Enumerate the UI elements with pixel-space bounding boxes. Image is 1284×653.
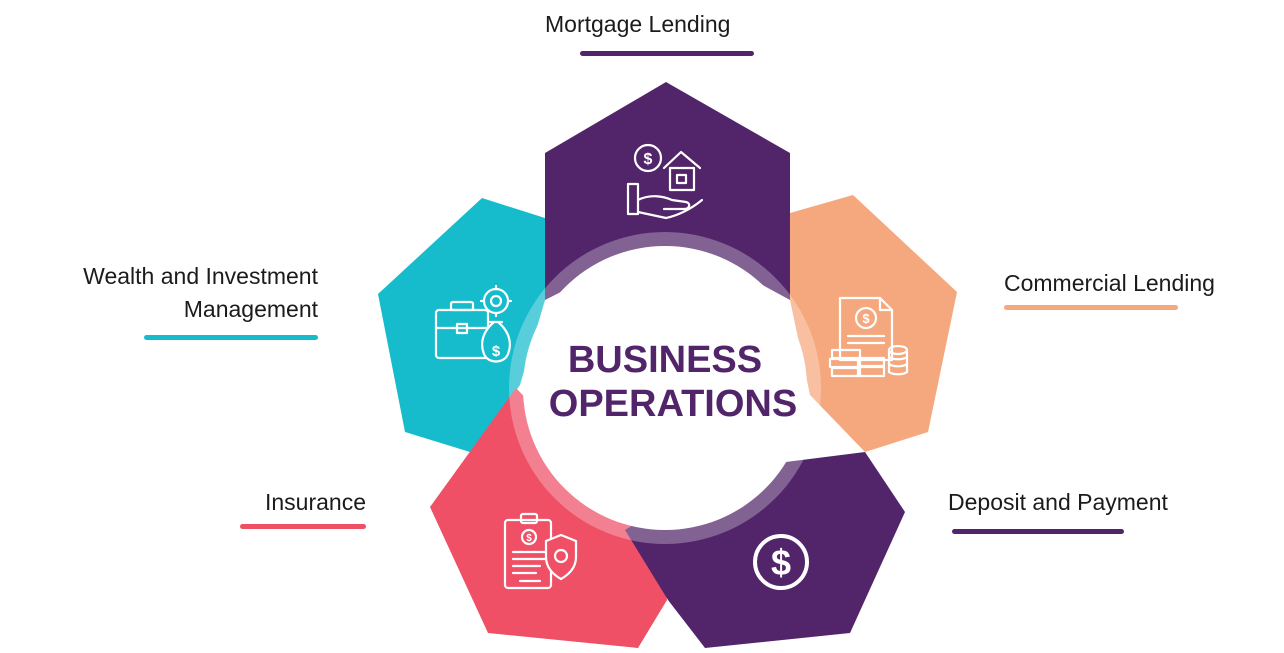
svg-text:$: $ <box>644 151 653 168</box>
svg-text:$: $ <box>492 343 501 360</box>
underline-commercial <box>1004 305 1178 310</box>
svg-text:$: $ <box>862 311 870 326</box>
label-mortgage-lending: Mortgage Lending <box>545 11 731 37</box>
document-cash-coins-icon: $ <box>828 296 909 378</box>
svg-text:$: $ <box>526 533 532 544</box>
svg-text:$: $ <box>771 542 791 583</box>
segment-insurance <box>430 388 667 648</box>
underline-mortgage <box>580 51 754 56</box>
underline-wealth <box>144 335 318 340</box>
center-title-line2: OPERATIONS <box>549 383 797 425</box>
underline-deposit <box>952 529 1124 534</box>
briefcase-money-bag-gear-icon: $ <box>434 284 513 363</box>
dollar-circle-icon: $ <box>753 534 809 590</box>
center-title-line1: BUSINESS <box>568 339 762 381</box>
label-insurance: Insurance <box>264 489 366 515</box>
label-commercial-lending: Commercial Lending <box>1004 270 1215 296</box>
label-deposit-and-payment: Deposit and Payment <box>948 489 1168 515</box>
segment-mortgage <box>545 82 790 300</box>
label-wealth-line2: Management <box>183 296 318 322</box>
underline-insurance <box>240 524 366 529</box>
label-wealth-line1: Wealth and Investment <box>83 263 318 289</box>
center-circle <box>523 246 807 530</box>
clipboard-shield-icon: $ <box>503 512 578 590</box>
house-in-hand-dollar-icon: $ <box>626 143 704 220</box>
